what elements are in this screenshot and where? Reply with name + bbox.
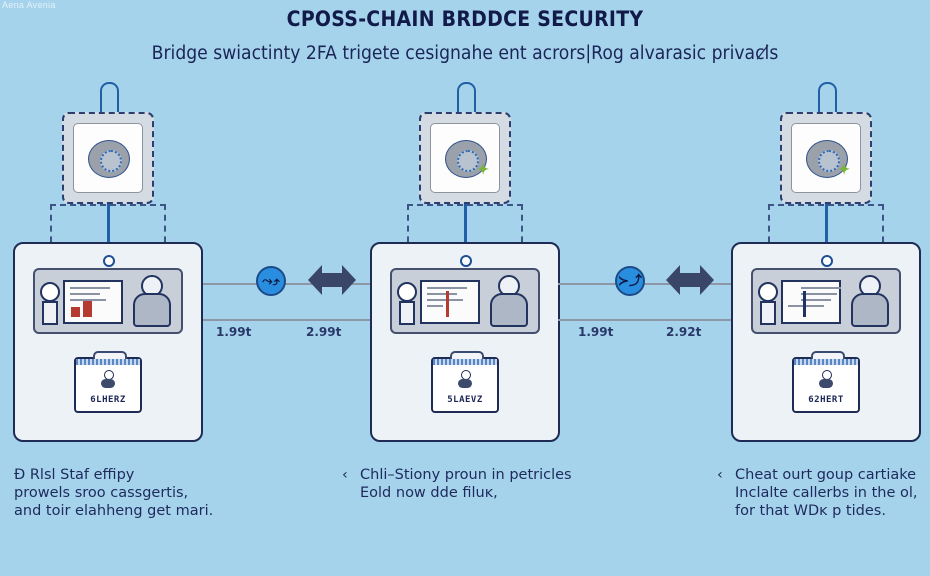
description-line: Eold now dde filuĸ,	[360, 485, 498, 501]
user-icon	[458, 370, 472, 388]
stem-dot	[103, 255, 115, 267]
description-3: ‹ Cheat ourt goup cartiake Inclalte calle…	[717, 466, 918, 520]
fee-right-2: 2.92t	[666, 325, 702, 339]
description-line: prowels sroo cassgertis,	[14, 485, 189, 501]
stem-dot	[460, 255, 472, 267]
user-icon	[101, 370, 115, 388]
link-line-upper	[203, 283, 370, 285]
chain-panel: 62HERT	[731, 242, 921, 442]
lock-dial-icon	[445, 140, 487, 178]
check-spark-icon: ✦	[477, 161, 489, 177]
user-icon	[819, 370, 833, 388]
screen-card	[751, 268, 901, 334]
diagram-title: CPOSS-CHAIN BRDDCE SECURITY	[286, 7, 644, 31]
robot-icon	[39, 282, 60, 326]
screen-card	[390, 268, 540, 334]
id-badge: 6LHERZ	[74, 351, 142, 413]
lock-box: ✦	[780, 112, 872, 204]
monitor-icon	[781, 280, 841, 324]
description-line: Inclalte callerbs in the ol,	[735, 485, 918, 501]
description-line: Chli–Stiony proun in petricles	[360, 467, 572, 483]
bridge-node-2: ✦ 5LAEVZ	[370, 82, 560, 442]
description-line: Ð Rlsl Staf effipy	[14, 467, 135, 483]
badge-label: 6LHERZ	[90, 395, 126, 405]
lock-dial-icon	[806, 140, 848, 178]
diagram-subtitle: Bridge swiactinty 2FA trigete cesignahe …	[151, 43, 779, 64]
lock-box: ✦	[419, 112, 511, 204]
stem-dot	[821, 255, 833, 267]
link-line-lower	[558, 319, 731, 321]
bidirectional-arrow-icon	[308, 265, 356, 295]
badge-label: 5LAEVZ	[447, 395, 483, 405]
bridge-node-3: ✦ 62HERT	[731, 82, 921, 442]
lock-shackle-icon	[100, 82, 119, 116]
robot-icon	[757, 282, 778, 326]
description-1: Ð Rlsl Staf effipy prowels sroo cassgert…	[14, 466, 213, 520]
person-icon	[133, 275, 171, 329]
id-badge: 62HERT	[792, 351, 860, 413]
monitor-icon	[63, 280, 123, 324]
check-spark-icon: ✦	[838, 161, 850, 177]
screen-card	[33, 268, 183, 334]
corner-tag: Aena Avenia	[2, 0, 56, 10]
description-line: and toir elahheng get mari.	[14, 503, 214, 519]
monitor-icon	[420, 280, 480, 324]
description-line: Cheat ourt goup cartiake	[735, 467, 917, 483]
bridge-node-1: 6LHERZ	[13, 82, 203, 442]
robot-icon	[396, 282, 417, 326]
bidirectional-arrow-icon	[666, 265, 714, 295]
fee-right-1: 2.99t	[306, 325, 342, 339]
badge-label: 62HERT	[808, 395, 844, 405]
swap-arrows-icon[interactable]: ⤳⤴	[256, 266, 286, 296]
lock-dial-icon	[88, 140, 130, 178]
chain-panel: 6LHERZ	[13, 242, 203, 442]
description-2: ‹ Chli–Stiony proun in petricles Eold now…	[342, 466, 572, 502]
chain-panel: 5LAEVZ	[370, 242, 560, 442]
swap-arrows-icon[interactable]: ≻⤴	[615, 266, 645, 296]
connector-stem	[464, 204, 467, 260]
chevron-left-icon: ‹	[342, 467, 348, 483]
person-icon	[490, 275, 528, 329]
connector-stem	[107, 204, 110, 260]
id-badge: 5LAEVZ	[431, 351, 499, 413]
lock-box	[62, 112, 154, 204]
fee-left-1: 1.99t	[216, 325, 252, 339]
link-line-lower	[203, 319, 370, 321]
fee-left-2: 1.99t	[578, 325, 614, 339]
description-line: for that WDĸ p tides.	[735, 503, 886, 519]
lock-shackle-icon	[818, 82, 837, 116]
connector-stem	[825, 204, 828, 260]
lock-shackle-icon	[457, 82, 476, 116]
person-icon	[851, 275, 889, 329]
chevron-left-icon: ‹	[717, 467, 723, 483]
